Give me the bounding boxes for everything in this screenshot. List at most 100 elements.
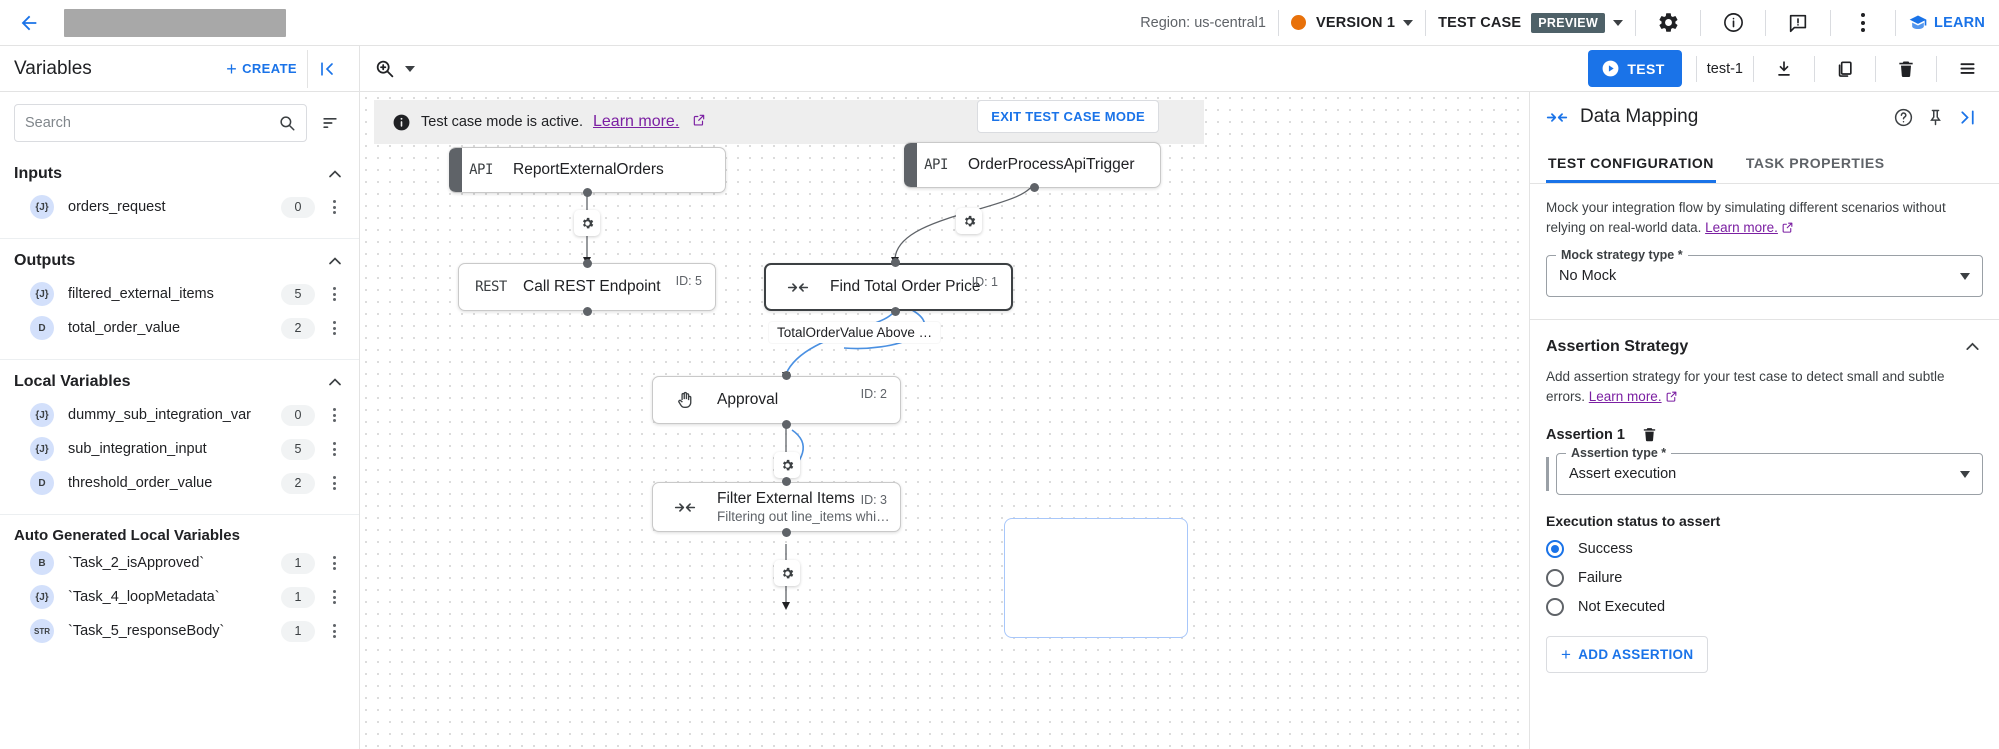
node-report-external-orders[interactable]: API ReportExternalOrders [449,147,726,193]
radio-icon[interactable] [1546,569,1564,588]
more-vert-icon[interactable] [323,442,345,456]
search-input[interactable] [25,115,278,131]
collapse-left-icon[interactable] [307,49,345,88]
more-vert-icon[interactable] [323,556,345,570]
gear-icon[interactable] [774,452,800,478]
radio-icon[interactable] [1546,598,1564,617]
list-icon[interactable] [1947,49,1987,89]
list-item[interactable]: STR `Task_5_responseBody` 1 [0,614,359,648]
assertion-type-select[interactable]: Assertion type * Assert execution [1556,446,1983,496]
exit-test-case-mode-button[interactable]: EXIT TEST CASE MODE [977,100,1159,133]
type-badge: D [30,471,54,495]
more-vert-icon[interactable] [323,624,345,638]
chevron-up-icon[interactable] [325,251,345,271]
more-vert-icon[interactable] [323,287,345,301]
flow-canvas[interactable]: Test case mode is active. Learn more. EX… [360,92,1529,749]
list-item[interactable]: {J} filtered_external_items 5 [0,277,359,311]
radio-icon[interactable] [1546,540,1564,559]
section-header[interactable]: Local Variables [0,364,359,398]
node-order-process-api-trigger[interactable]: API OrderProcessApiTrigger [904,142,1161,188]
node-title: OrderProcessApiTrigger [968,156,1135,173]
more-vert-icon[interactable] [323,590,345,604]
section-header[interactable]: Outputs [0,243,359,277]
list-item[interactable]: B `Task_2_isApproved` 1 [0,546,359,580]
delete-icon[interactable] [1886,49,1926,89]
mock-strategy-type-select[interactable]: Mock strategy type * No Mock [1546,248,1983,298]
banner-learn-more-link[interactable]: Learn more. [593,113,680,130]
test-button[interactable]: TEST [1588,50,1682,87]
edge-condition-label[interactable]: TotalOrderValue Above … [769,322,941,343]
gear-icon[interactable] [774,560,800,586]
list-item[interactable]: {J} sub_integration_input 5 [0,432,359,466]
assertion-learn-more-link[interactable]: Learn more. [1588,388,1662,404]
list-item[interactable]: D total_order_value 2 [0,311,359,345]
gear-icon[interactable] [956,208,982,234]
node-output-port[interactable] [1030,183,1039,192]
gear-icon[interactable] [1648,3,1688,43]
zoom-control[interactable] [360,46,429,92]
copy-icon[interactable] [1825,49,1865,89]
radio-option-success[interactable]: Success [1546,540,1983,559]
node-output-port[interactable] [782,528,791,537]
node-output-port[interactable] [891,307,900,316]
list-item[interactable]: {J} orders_request 0 [0,190,359,224]
more-vert-icon[interactable] [1843,3,1883,43]
learn-button[interactable]: LEARN [1908,13,1985,33]
radio-label: Not Executed [1578,599,1666,616]
node-input-port[interactable] [782,477,791,486]
add-assertion-label: ADD ASSERTION [1578,647,1694,663]
node-title: Find Total Order Price [830,278,981,295]
help-icon[interactable] [1887,101,1919,133]
node-input-port[interactable] [583,259,592,268]
create-button[interactable]: + CREATE [226,60,297,78]
list-item[interactable]: {J} dummy_sub_integration_var 0 [0,398,359,432]
node-input-port[interactable] [891,258,900,267]
search-box[interactable] [14,104,307,142]
zoom-in-icon[interactable] [374,58,395,79]
node-partial-selected[interactable] [1004,518,1188,638]
node-approval[interactable]: Approval ID: 2 [652,376,901,424]
mock-learn-more-link[interactable]: Learn more. [1705,219,1778,235]
assertion-strategy-header[interactable]: Assertion Strategy [1546,336,1983,357]
mapping-icon [653,499,717,516]
chevron-down-icon [405,65,415,72]
more-vert-icon[interactable] [323,476,345,490]
external-link-icon[interactable] [692,113,706,132]
sort-icon[interactable] [315,113,345,133]
node-find-total-order-price[interactable]: Find Total Order Price ID: 1 [764,263,1013,311]
download-icon[interactable] [1764,49,1804,89]
chevron-up-icon[interactable] [325,164,345,184]
node-output-port[interactable] [583,188,592,197]
version-selector[interactable]: VERSION 1 [1290,0,1414,46]
divider [1814,55,1815,82]
more-vert-icon[interactable] [323,321,345,335]
chevron-up-icon[interactable] [325,372,345,392]
external-link-icon[interactable] [1781,220,1794,240]
back-arrow-icon[interactable] [14,8,44,38]
collapse-right-icon[interactable] [1951,101,1983,133]
section-header[interactable]: Inputs [0,156,359,190]
delete-icon[interactable] [1641,426,1658,443]
test-case-label: TEST CASE [1438,14,1522,31]
radio-option-not-executed[interactable]: Not Executed [1546,598,1983,617]
external-link-icon[interactable] [1665,389,1678,409]
gear-icon[interactable] [574,210,600,236]
node-call-rest-endpoint[interactable]: REST Call REST Endpoint ID: 5 [458,263,716,311]
info-icon[interactable] [1713,3,1753,43]
chevron-up-icon[interactable] [1962,336,1983,357]
test-case-selector[interactable]: TEST CASE PREVIEW [1438,0,1624,46]
list-item[interactable]: D threshold_order_value 2 [0,466,359,500]
more-vert-icon[interactable] [323,200,345,214]
node-input-port[interactable] [782,371,791,380]
more-vert-icon[interactable] [323,408,345,422]
add-assertion-button[interactable]: + ADD ASSERTION [1546,636,1709,674]
node-output-port[interactable] [583,307,592,316]
pin-icon[interactable] [1919,101,1951,133]
radio-option-failure[interactable]: Failure [1546,569,1983,588]
feedback-icon[interactable] [1778,3,1818,43]
list-item[interactable]: {J} `Task_4_loopMetadata` 1 [0,580,359,614]
node-filter-external-items[interactable]: Filter External Items Filtering out line… [652,482,901,532]
tab-test-configuration[interactable]: TEST CONFIGURATION [1546,142,1716,183]
node-output-port[interactable] [782,420,791,429]
tab-task-properties[interactable]: TASK PROPERTIES [1745,155,1885,171]
